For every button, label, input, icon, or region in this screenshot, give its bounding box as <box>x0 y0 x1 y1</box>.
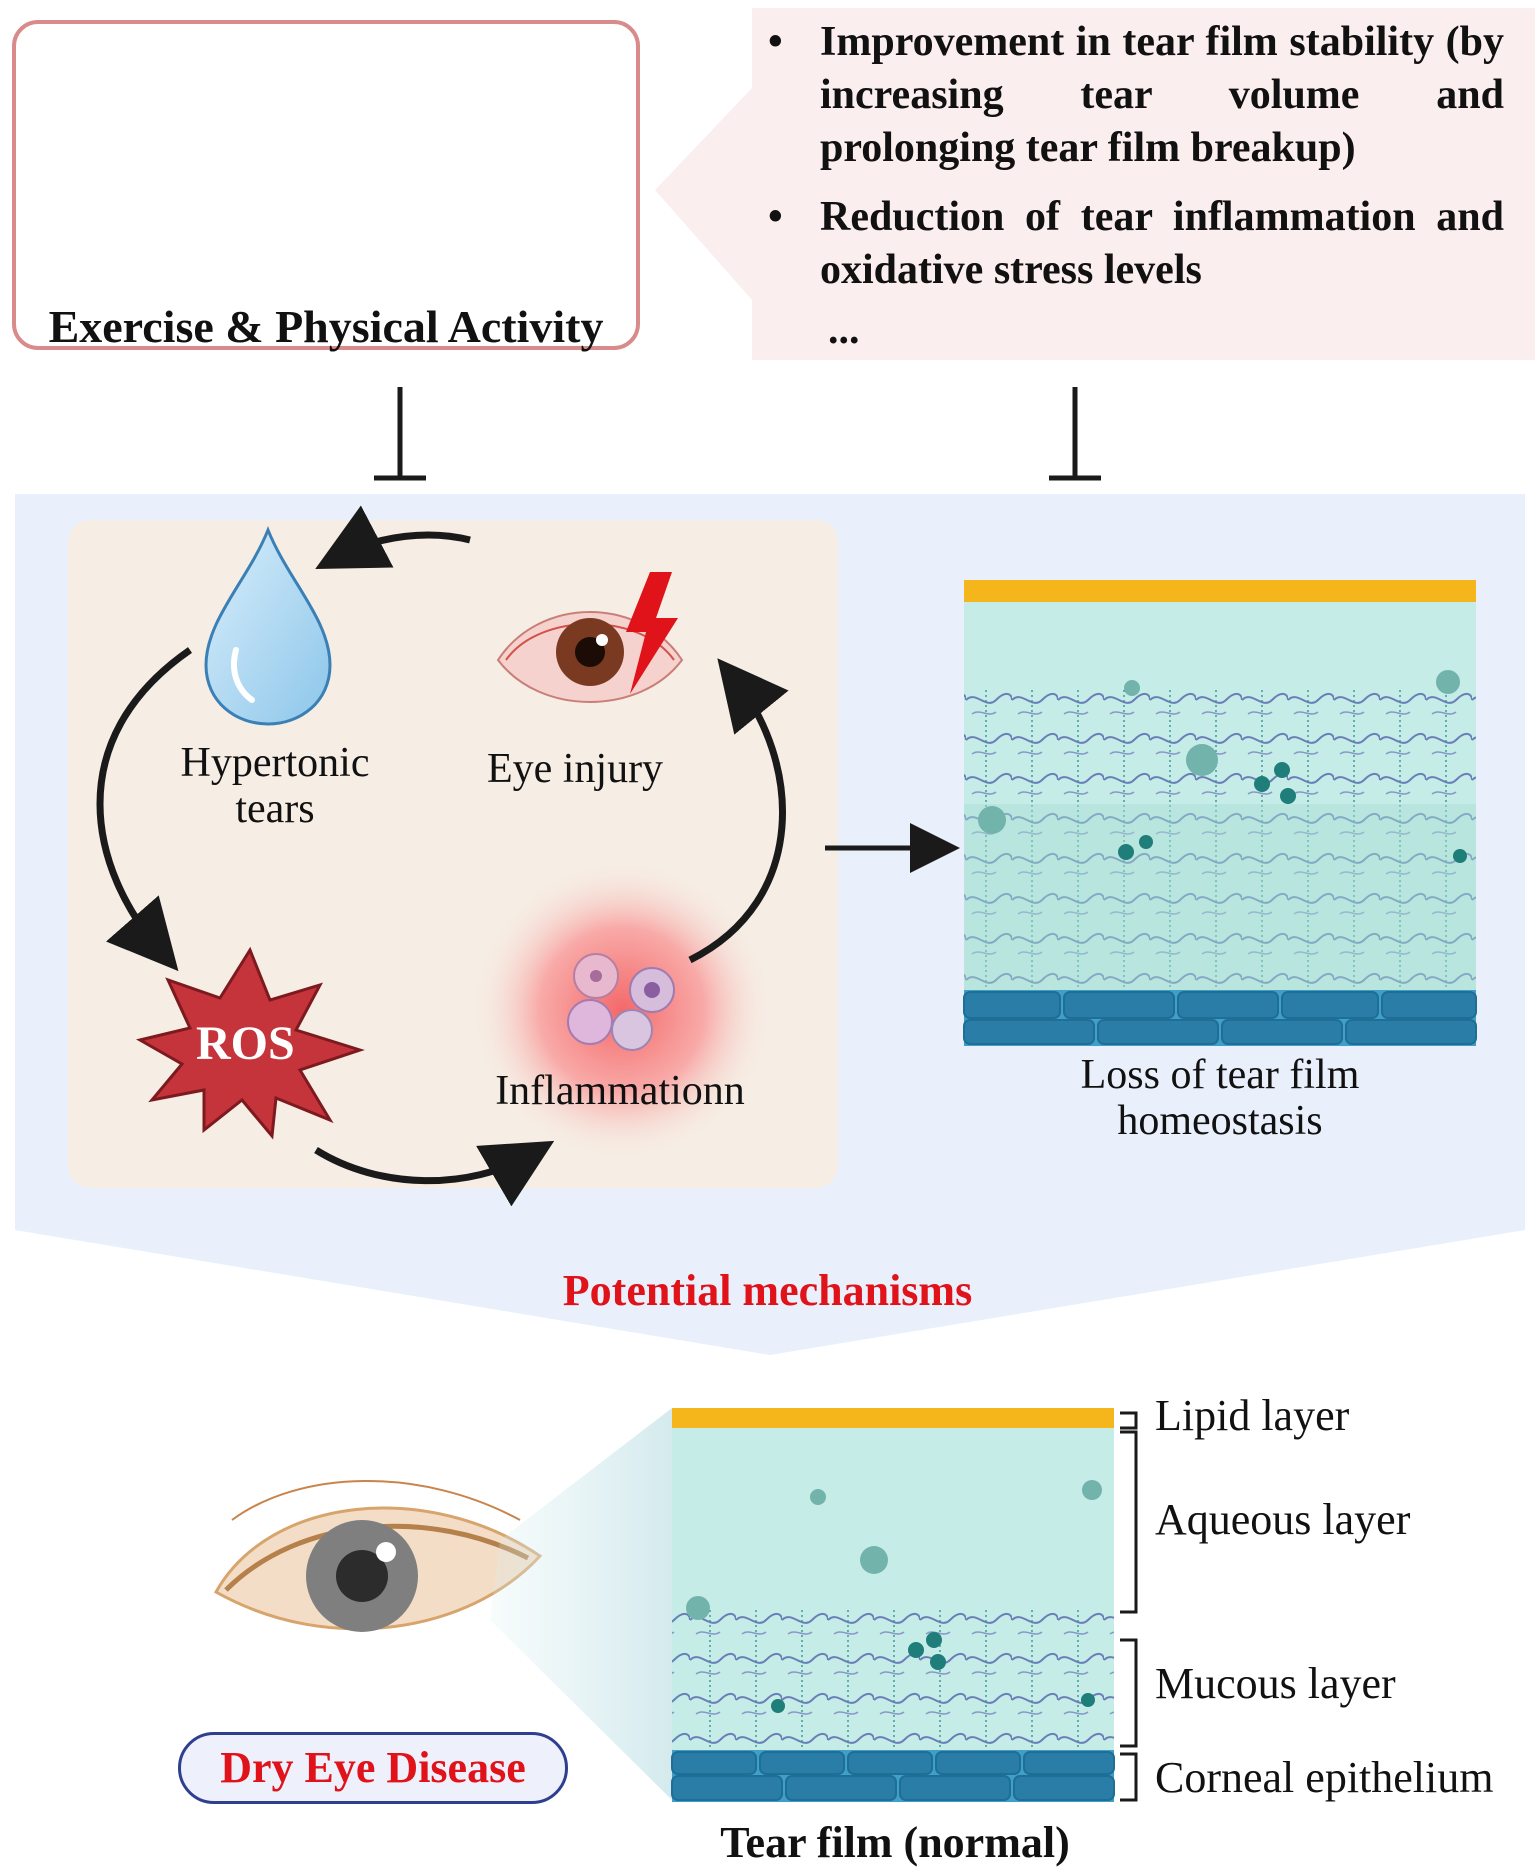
normal-eye-icon <box>213 1480 543 1632</box>
bullet-icon: • <box>768 194 783 240</box>
label-lipid-layer: Lipid layer <box>1155 1391 1350 1440</box>
label-hypertonic-tears: Hypertonic tears <box>180 740 370 832</box>
water-drop-icon <box>204 525 332 726</box>
benefit-item: • Reduction of tear inflammation and oxi… <box>768 191 1504 297</box>
inhibition-symbol-right <box>1049 387 1101 481</box>
benefit-text: Reduction of tear inflammation and oxida… <box>820 194 1504 293</box>
exercise-title: Exercise & Physical Activity <box>48 301 604 352</box>
lightning-icon <box>626 572 678 694</box>
arrow-ros-to-inflammation <box>314 1140 555 1207</box>
exercise-box: Exercise & Physical Activity <box>12 20 640 352</box>
normal-tear-film <box>671 1408 1115 1802</box>
label-mucous-layer: Mucous layer <box>1155 1659 1396 1708</box>
benefit-item: • Improvement in tear film stability (by… <box>768 16 1504 175</box>
mechanisms-title: Potential mechanisms <box>562 1266 973 1315</box>
tear-film-normal-caption: Tear film (normal) <box>720 1818 1070 1867</box>
benefit-text: Improvement in tear film stability (by i… <box>820 19 1504 171</box>
label-ros: ROS <box>196 1017 295 1070</box>
inhibition-symbol-left <box>374 387 426 481</box>
benefits-callout-bg <box>655 8 1535 360</box>
arrow-hypertonic-to-ros <box>96 647 192 972</box>
benefits-list: • Improvement in tear film stability (by… <box>768 16 1504 313</box>
dry-eye-disease-badge: Dry Eye Disease <box>178 1732 568 1804</box>
bullet-icon: • <box>768 19 783 65</box>
label-eye-injury: Eye injury <box>486 746 664 792</box>
label-inflammation: Inflammationn <box>495 1068 745 1114</box>
label-loss-homeostasis: Loss of tear film homeostasis <box>1080 1052 1360 1144</box>
inflammation-glow <box>472 860 772 1160</box>
label-corneal-epithelium: Corneal epithelium <box>1155 1753 1494 1802</box>
arrow-inflammation-to-injury <box>688 658 789 964</box>
inflammatory-cells-icon <box>567 953 675 1051</box>
layer-brackets <box>1120 1411 1138 1802</box>
magnification-beam <box>490 1408 672 1800</box>
benefits-ellipsis: ... <box>828 307 860 353</box>
arrow-injury-to-hypertonic <box>315 505 471 570</box>
disrupted-tear-film <box>963 580 1477 1046</box>
ros-starburst <box>135 946 365 1140</box>
label-aqueous-layer: Aqueous layer <box>1155 1495 1411 1544</box>
